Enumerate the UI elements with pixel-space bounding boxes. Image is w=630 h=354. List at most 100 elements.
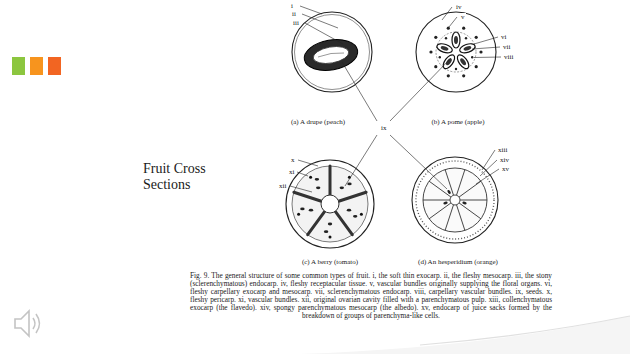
orange-oil-glands <box>416 161 494 239</box>
leader-line <box>305 23 343 44</box>
callout-number: i <box>290 2 294 10</box>
drupe-seed <box>312 44 350 66</box>
berry-locule-area <box>292 166 368 242</box>
pome-seed <box>445 57 453 66</box>
leader-line <box>449 17 457 27</box>
segment-wall <box>459 181 481 197</box>
vascular-dot <box>309 176 312 179</box>
berry-seed <box>324 230 328 233</box>
carpel-wall <box>436 42 454 55</box>
speaker-icon <box>15 311 40 336</box>
panel-caption: (a) A drupe (peach) <box>290 118 346 126</box>
callout-number: v <box>460 13 466 21</box>
orange-seed <box>447 189 452 194</box>
leader-line <box>476 169 499 184</box>
berry-seed <box>328 223 332 226</box>
leader-line <box>300 6 322 14</box>
pome-vascular-ring <box>429 27 482 78</box>
vascular-dot <box>479 50 482 53</box>
septum <box>339 192 367 201</box>
segment-wall <box>457 205 465 231</box>
carpel-wall <box>452 32 460 48</box>
berry-outline <box>286 160 374 248</box>
berry-seed <box>300 208 304 211</box>
orange-core <box>450 195 460 205</box>
vascular-dot <box>475 36 478 39</box>
segment-wall <box>429 203 451 219</box>
septum <box>308 211 325 234</box>
septum <box>329 166 332 195</box>
leader-line <box>472 47 500 49</box>
leader-line <box>290 186 312 192</box>
pome-seed <box>459 57 467 66</box>
leader-line <box>302 14 338 28</box>
carpel <box>452 32 460 48</box>
carpel <box>441 53 457 71</box>
vascular-dot <box>434 65 437 68</box>
segment-wall <box>459 203 481 219</box>
vascular-dot <box>462 27 465 30</box>
vascular-dot <box>455 68 457 70</box>
vascular-dot <box>447 74 450 77</box>
berry-placenta <box>321 195 339 213</box>
slide-title: Fruit Cross Sections <box>143 161 243 193</box>
callout-number: ix <box>380 124 387 132</box>
segment-wall <box>457 170 465 196</box>
leader-line <box>482 150 495 170</box>
pome-core-boundary <box>436 32 476 72</box>
callout-number: xiii <box>497 146 508 154</box>
drupe-endocarp <box>302 36 360 75</box>
callout-number: iv <box>455 3 462 11</box>
accent-square <box>48 57 61 75</box>
vascular-dot <box>471 56 473 58</box>
leader-line <box>298 160 318 166</box>
panel-caption: (c) A berry (tomato) <box>301 258 359 266</box>
pome-section <box>416 12 496 92</box>
carpel <box>459 42 477 55</box>
septum <box>335 211 352 234</box>
callout-number: xi <box>288 168 295 176</box>
berry-seed <box>316 186 320 189</box>
segment-wall <box>429 181 451 197</box>
callout-number: vii <box>502 43 511 51</box>
hesperidium-section <box>412 157 498 243</box>
berry-seed <box>347 209 351 212</box>
leader-line <box>474 57 501 59</box>
vascular-dot <box>360 213 363 216</box>
pome-outline <box>416 12 496 92</box>
carpel <box>455 53 471 71</box>
berry-seed <box>340 186 344 189</box>
leader-line <box>297 172 308 176</box>
leader-line <box>345 135 377 186</box>
vascular-dot <box>297 213 300 216</box>
vascular-dot <box>462 74 465 77</box>
callout-number: xiv <box>499 156 510 164</box>
orange-segments-boundary <box>423 168 487 232</box>
sound-wave <box>33 318 35 329</box>
orange-seeds <box>443 189 467 205</box>
drupe-exocarp <box>292 12 372 92</box>
segment-wall <box>445 205 453 231</box>
leader-line <box>442 7 452 20</box>
speaker-body <box>15 311 29 336</box>
leader-line <box>474 37 498 44</box>
orange-flavedo <box>412 157 498 243</box>
orange-seed <box>443 201 448 205</box>
callout-number: xii <box>278 182 287 190</box>
leader-line <box>342 62 377 121</box>
drupe-seed-line <box>318 53 344 57</box>
carpel-wall <box>441 53 457 71</box>
berry-seed <box>315 178 319 181</box>
slide-swoosh <box>300 316 630 354</box>
carpel-wall <box>455 53 471 71</box>
pome-seed <box>454 36 458 44</box>
vascular-dot <box>445 37 447 39</box>
drupe-exocarp-inner <box>295 15 370 90</box>
accent-square <box>30 57 43 75</box>
orange-seed <box>462 201 467 205</box>
pome-carpels <box>436 32 476 71</box>
panel-caption: (d) An hesperidium (orange) <box>417 258 499 266</box>
callout-number: vi <box>500 33 507 41</box>
berry-vascular <box>297 176 363 239</box>
